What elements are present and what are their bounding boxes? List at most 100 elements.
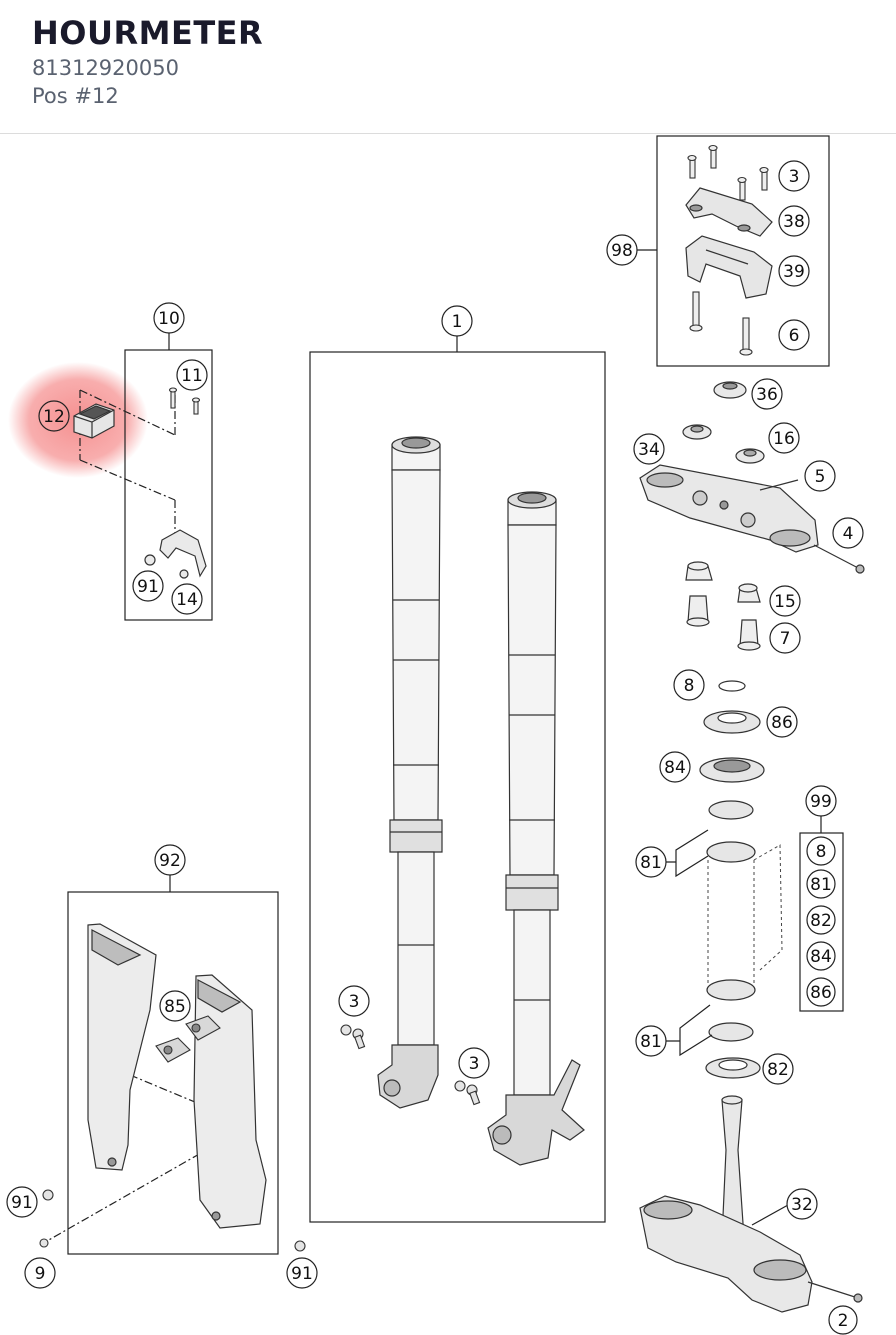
group-98 <box>637 135 830 367</box>
fork-leg-right <box>487 491 585 1166</box>
callout-4[interactable]: 4 <box>832 517 864 549</box>
part-title: HOURMETER <box>32 14 264 52</box>
callout-11[interactable]: 11 <box>176 359 208 391</box>
callout-98[interactable]: 98 <box>606 234 638 266</box>
callout-81[interactable]: 81 <box>635 1025 667 1057</box>
svg-text:5: 5 <box>815 467 826 487</box>
callout-8[interactable]: 8 <box>806 836 836 866</box>
svg-text:3: 3 <box>349 992 360 1012</box>
upper-triple-clamp <box>639 381 865 574</box>
svg-text:81: 81 <box>640 1032 662 1052</box>
fork-leg-left <box>377 436 443 1109</box>
lower-clamp-39 <box>685 235 773 299</box>
callout-81[interactable]: 81 <box>806 869 836 899</box>
guard-clips-85 <box>155 1015 221 1063</box>
svg-text:9: 9 <box>35 1264 46 1284</box>
callout-12[interactable]: 12 <box>38 400 70 432</box>
callout-81[interactable]: 81 <box>635 846 667 878</box>
callout-84[interactable]: 84 <box>806 941 836 971</box>
svg-text:8: 8 <box>684 676 695 696</box>
svg-text:38: 38 <box>783 212 805 232</box>
svg-text:84: 84 <box>664 758 686 778</box>
callout-9[interactable]: 9 <box>24 1257 56 1289</box>
bushings <box>685 561 761 651</box>
svg-text:82: 82 <box>767 1060 789 1080</box>
group-10 <box>79 332 213 621</box>
callout-86[interactable]: 86 <box>766 706 798 738</box>
svg-text:82: 82 <box>810 911 832 931</box>
callout-15[interactable]: 15 <box>769 585 801 617</box>
hourmeter-part[interactable] <box>73 403 115 439</box>
svg-text:16: 16 <box>773 429 795 449</box>
svg-text:7: 7 <box>780 629 791 649</box>
svg-text:86: 86 <box>810 983 832 1003</box>
svg-text:81: 81 <box>810 875 832 895</box>
callout-3[interactable]: 3 <box>338 985 370 1017</box>
callout-3[interactable]: 3 <box>778 160 810 192</box>
screws-11 <box>168 387 201 415</box>
svg-text:92: 92 <box>159 851 181 871</box>
callout-92[interactable]: 92 <box>154 844 186 876</box>
callout-5[interactable]: 5 <box>804 460 836 492</box>
svg-text:11: 11 <box>181 366 203 386</box>
callout-7[interactable]: 7 <box>769 622 801 654</box>
svg-text:8: 8 <box>816 842 827 862</box>
callout-2[interactable]: 2 <box>828 1305 858 1335</box>
svg-text:84: 84 <box>810 947 832 967</box>
callout-1[interactable]: 1 <box>441 305 473 337</box>
svg-text:99: 99 <box>810 792 832 812</box>
svg-text:6: 6 <box>789 326 800 346</box>
svg-text:3: 3 <box>789 167 800 187</box>
callout-8[interactable]: 8 <box>673 669 705 701</box>
callout-99[interactable]: 99 <box>805 785 837 817</box>
svg-text:85: 85 <box>164 997 186 1017</box>
lower-triple-clamp <box>639 1095 863 1313</box>
svg-text:86: 86 <box>771 713 793 733</box>
callout-82[interactable]: 82 <box>806 905 836 935</box>
callout-leaders <box>665 815 844 1226</box>
svg-text:98: 98 <box>611 241 633 261</box>
callout-14[interactable]: 14 <box>171 583 203 615</box>
position-label: Pos #12 <box>32 84 119 108</box>
callout-91[interactable]: 91 <box>286 1257 318 1289</box>
bearing-stack <box>699 680 765 1079</box>
svg-text:12: 12 <box>43 407 65 427</box>
bracket-part <box>144 529 207 579</box>
callout-91[interactable]: 91 <box>6 1186 38 1218</box>
svg-text:36: 36 <box>756 385 778 405</box>
small-screws <box>39 1189 306 1252</box>
callout-86[interactable]: 86 <box>806 977 836 1007</box>
clamp-screws-3 <box>687 144 769 201</box>
svg-text:10: 10 <box>158 309 180 329</box>
callout-82[interactable]: 82 <box>762 1053 794 1085</box>
part-number: 81312920050 <box>32 56 179 80</box>
svg-text:4: 4 <box>843 524 854 544</box>
svg-text:1: 1 <box>452 312 463 332</box>
svg-text:81: 81 <box>640 853 662 873</box>
clamp-studs-6 <box>689 291 753 356</box>
svg-text:3: 3 <box>469 1054 480 1074</box>
callout-38[interactable]: 38 <box>778 205 810 237</box>
svg-text:91: 91 <box>137 577 159 597</box>
svg-text:91: 91 <box>291 1264 313 1284</box>
callout-85[interactable]: 85 <box>159 990 191 1022</box>
callout-16[interactable]: 16 <box>768 422 800 454</box>
callout-91[interactable]: 91 <box>132 570 164 602</box>
fork-guard-right <box>193 974 267 1229</box>
callouts: 12 10 11 91 14 1 3 3 92 85 91 9 91 98 3 … <box>6 160 864 1335</box>
svg-text:15: 15 <box>774 592 796 612</box>
svg-text:91: 91 <box>11 1193 33 1213</box>
svg-text:34: 34 <box>638 440 660 460</box>
callout-34[interactable]: 34 <box>633 433 665 465</box>
callout-36[interactable]: 36 <box>751 378 783 410</box>
steering-tube-outline <box>707 844 783 985</box>
callout-32[interactable]: 32 <box>786 1188 818 1220</box>
svg-text:2: 2 <box>838 1311 849 1331</box>
callout-10[interactable]: 10 <box>153 302 185 334</box>
callout-3[interactable]: 3 <box>458 1047 490 1079</box>
callout-6[interactable]: 6 <box>778 319 810 351</box>
callout-39[interactable]: 39 <box>778 255 810 287</box>
header: HOURMETER 81312920050 Pos #12 <box>0 0 896 134</box>
callout-84[interactable]: 84 <box>659 751 691 783</box>
